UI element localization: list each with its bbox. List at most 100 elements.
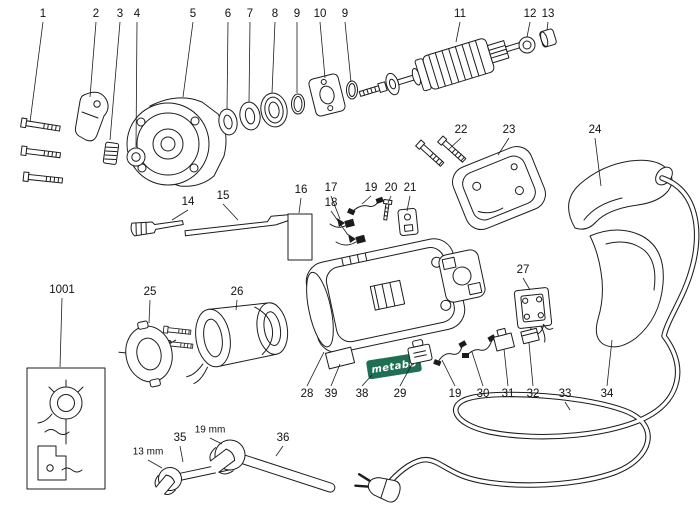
part-label-7: 7	[246, 8, 254, 20]
part-label-10: 10	[313, 8, 327, 20]
leader-line-26	[235, 299, 238, 311]
part-label-20: 20	[384, 182, 398, 194]
leader-line-18	[330, 210, 349, 236]
part-drawing-wire-30	[462, 334, 496, 358]
part-label-27: 27	[516, 264, 530, 276]
leader-line-8	[271, 21, 276, 94]
part-drawing-carbon-brush-32	[520, 323, 554, 345]
part-label-9: 9	[293, 8, 301, 20]
part-label-2: 2	[92, 8, 100, 20]
part-label-3: 3	[116, 8, 124, 20]
part-label-35: 35	[173, 432, 187, 444]
part-drawing-sleeve-3	[102, 141, 120, 165]
part-label-19: 19	[448, 388, 462, 400]
leader-line-17	[330, 195, 341, 220]
part-drawing-wire-19b	[433, 340, 467, 367]
leader-line-22	[447, 137, 462, 151]
part-label-26: 26	[230, 286, 244, 298]
part-label-6: 6	[224, 8, 232, 20]
leader-line-12	[526, 21, 531, 38]
leader-line-9	[344, 21, 352, 83]
part-label-14: 14	[181, 196, 195, 208]
detail-inset-1001	[26, 367, 106, 490]
part-label-15: 15	[216, 190, 230, 202]
part-label-34: 34	[600, 388, 614, 400]
part-label-22: 22	[454, 124, 468, 136]
part-label-38: 38	[355, 388, 369, 400]
leader-line-15	[222, 203, 239, 221]
leader-line-14	[171, 209, 189, 221]
leader-line-25	[148, 299, 151, 324]
part-drawing-switch-27	[513, 287, 553, 343]
part-label-16: 16	[294, 184, 308, 196]
wrench-size-label: 13 mm	[132, 446, 164, 458]
leader-line-2	[89, 21, 97, 98]
leader-line-31	[503, 348, 509, 387]
leader-line-19 mm	[209, 437, 223, 445]
part-drawing-washer-7	[239, 101, 261, 131]
leader-line-4	[135, 21, 138, 148]
part-drawing-sleeve-13	[539, 28, 557, 48]
part-drawing-wrench-36	[208, 439, 336, 493]
part-label-30: 30	[476, 388, 490, 400]
leader-line-23	[497, 137, 510, 156]
leader-line-29	[399, 363, 413, 387]
leader-line-35	[179, 445, 184, 463]
leader-line-21	[406, 195, 411, 212]
part-label-25: 25	[143, 286, 157, 298]
nameplate-bg	[366, 352, 422, 380]
leader-line-13	[546, 21, 549, 31]
leader-line-7	[248, 21, 251, 103]
part-drawing-bearing-shield-25	[118, 320, 177, 388]
part-label-1: 1	[39, 8, 47, 20]
part-label-1001: 1001	[49, 284, 75, 296]
part-drawing-bearing-bridge	[438, 249, 486, 303]
part-label-21: 21	[403, 182, 417, 194]
part-label-8: 8	[271, 8, 279, 20]
leader-line-20	[387, 195, 392, 204]
leader-line-10	[319, 21, 326, 79]
part-label-19: 19	[364, 182, 378, 194]
leader-line-36	[275, 445, 284, 457]
part-label-31: 31	[501, 388, 515, 400]
part-drawing-sheet-39	[324, 346, 356, 370]
part-drawing-armature-11	[358, 38, 521, 97]
part-label-17: 17	[324, 182, 338, 194]
part-drawing-screw-20	[382, 198, 393, 221]
part-drawing-power-cord-33	[385, 175, 700, 488]
leader-line-5	[182, 21, 194, 98]
part-drawing-nut-4	[126, 147, 146, 167]
part-label-28: 28	[300, 388, 314, 400]
part-label-36: 36	[276, 432, 290, 444]
part-drawing-flange-plate-10	[308, 73, 346, 117]
leader-line-38	[361, 374, 373, 387]
part-drawing-slider-29	[407, 339, 433, 365]
part-drawing-ring-9a	[291, 93, 305, 115]
part-label-33: 33	[558, 388, 572, 400]
part-label-18: 18	[324, 197, 338, 209]
leader-line-34	[606, 339, 613, 387]
leader-line-13 mm	[147, 459, 163, 469]
leader-line-16	[298, 197, 302, 214]
part-drawing-plug	[354, 473, 401, 503]
part-drawing-clamp-21	[397, 207, 419, 237]
leader-line-24	[594, 137, 602, 187]
part-drawing-gear-housing-5	[126, 97, 227, 187]
part-label-11: 11	[454, 8, 466, 20]
part-drawing-connector-17	[329, 218, 355, 228]
part-drawing-ring-9b	[346, 80, 358, 100]
part-drawing-switch-cover-23	[452, 145, 546, 231]
part-drawing-washer-6	[218, 108, 238, 136]
part-label-9: 9	[341, 8, 349, 20]
leader-line-39	[330, 363, 341, 387]
leader-line-1	[29, 21, 44, 123]
leader-line-33	[564, 401, 571, 411]
leader-line-6	[226, 21, 229, 110]
part-drawing-bearing-8	[260, 92, 288, 128]
leader-line-27	[522, 277, 531, 291]
part-label-5: 5	[189, 8, 197, 20]
leader-line-19	[361, 195, 372, 205]
leader-line-30	[471, 351, 484, 387]
